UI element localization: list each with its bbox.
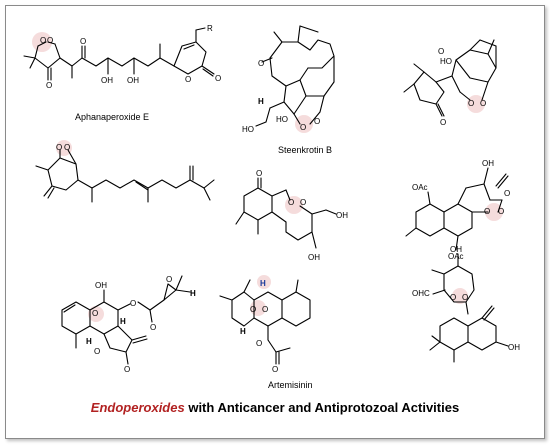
structure-middle-right: OAc OAc OH O O O	[405, 159, 510, 261]
atom-o: O	[258, 59, 264, 68]
atom-o: O	[130, 299, 136, 308]
atom-ohc: OHC	[412, 289, 430, 298]
atom-o: O	[56, 143, 62, 152]
atom-o: O	[450, 293, 456, 302]
structure-bottom-right: OH OHC O O OH	[412, 245, 520, 363]
structure-middle-left: O O	[35, 140, 215, 203]
atom-h: H	[240, 327, 246, 336]
title-rest: with Anticancer and Antiprotozoal Activi…	[184, 400, 460, 415]
atom-o: O	[300, 198, 306, 207]
atom-h: H	[190, 289, 196, 298]
atom-o: O	[272, 365, 278, 374]
atom-o: O	[215, 74, 221, 83]
atom-o: O	[438, 47, 444, 56]
peroxide-highlight	[467, 95, 485, 113]
atom-o: O	[185, 75, 191, 84]
atom-ho: HO	[242, 125, 254, 134]
figure-frame	[5, 5, 545, 439]
atom-ho: HO	[440, 57, 452, 66]
caption-steenkrotin-b: Steenkrotin B	[278, 145, 332, 155]
structure-artemisinin: O H O O H O Artemisinin	[219, 275, 313, 390]
atom-o: O	[288, 198, 294, 207]
caption-aphanaperoxide-e: Aphanaperoxide E	[75, 112, 149, 122]
atom-oh: OH	[95, 281, 107, 290]
atom-oac: OAc	[412, 183, 428, 192]
structure-bottom-left: OH H O O O H O O H O	[61, 275, 196, 374]
atom-h: H	[260, 279, 266, 288]
peroxide-highlight	[32, 32, 52, 52]
structure-aphanaperoxide-e: O O O O OH OH R O O Aphanaperoxide E	[23, 24, 221, 122]
structure-middle-center: O O O OH OH	[235, 169, 348, 262]
atom-o: O	[314, 117, 320, 126]
atom-o: O	[498, 207, 504, 216]
atom-oac: OAc	[448, 252, 464, 261]
atom-o: O	[124, 365, 130, 374]
peroxide-highlight	[257, 275, 271, 289]
peroxide-highlight	[285, 196, 303, 214]
atom-oh: OH	[308, 253, 320, 262]
atom-o: O	[46, 81, 52, 90]
atom-o: O	[262, 305, 268, 314]
atom-oh: OH	[450, 245, 462, 254]
peroxide-highlight	[452, 288, 468, 304]
atom-h: H	[258, 97, 264, 106]
atom-o: O	[440, 118, 446, 127]
substituent-r: R	[207, 24, 213, 33]
atom-o: O	[504, 189, 510, 198]
atom-oh: OH	[101, 76, 113, 85]
atom-oh: OH	[508, 343, 520, 352]
peroxide-highlight	[88, 306, 104, 322]
peroxide-highlight	[485, 203, 503, 221]
atom-o: O	[250, 305, 256, 314]
atom-h: H	[120, 317, 126, 326]
structure-steenkrotin-b: O H HO HO O O Steenkrotin B	[242, 25, 335, 155]
atom-o: O	[150, 323, 156, 332]
title-highlight: Endoperoxides	[90, 400, 185, 415]
atom-o: O	[92, 309, 98, 318]
figure-title: Endoperoxides with Anticancer and Antipr…	[0, 400, 550, 415]
atom-o: O	[480, 99, 486, 108]
atom-o: O	[300, 123, 306, 132]
atom-oh: OH	[127, 76, 139, 85]
structure-top-right: O HO O O O	[403, 39, 497, 127]
atom-o: O	[80, 37, 86, 46]
peroxide-highlight	[295, 115, 313, 133]
atom-o: O	[256, 169, 262, 178]
atom-oh: OH	[482, 159, 494, 168]
atom-o: O	[256, 339, 262, 348]
caption-artemisinin: Artemisinin	[268, 380, 313, 390]
atom-oh: OH	[336, 211, 348, 220]
atom-o: O	[64, 143, 70, 152]
atom-o: O	[462, 293, 468, 302]
atom-o: O	[484, 207, 490, 216]
atom-o: O	[47, 36, 53, 45]
atom-o: O	[94, 347, 100, 356]
atom-o: O	[40, 36, 46, 45]
atom-h: H	[86, 337, 92, 346]
atom-ho: HO	[276, 115, 288, 124]
atom-o: O	[468, 99, 474, 108]
atom-o: O	[166, 275, 172, 284]
